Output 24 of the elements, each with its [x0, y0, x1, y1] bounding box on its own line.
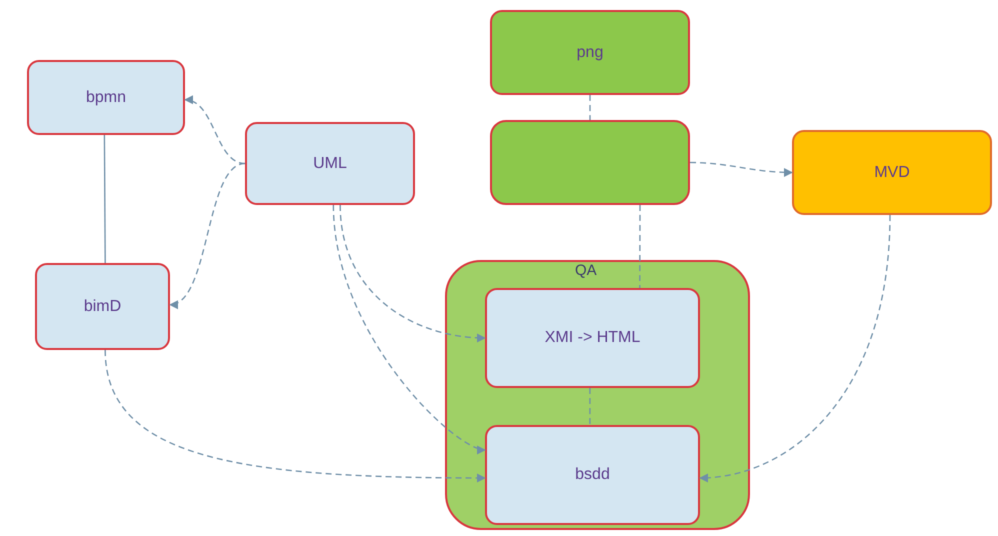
- connector-arrow: [332, 204, 486, 452]
- connector-arrow: [340, 204, 486, 342]
- connector-arrow: [690, 162, 793, 177]
- process-box: [27, 60, 185, 135]
- process-box: [35, 263, 170, 350]
- node-label: bimD: [84, 296, 122, 316]
- process-box: [485, 288, 700, 388]
- connector-arrow: [104, 350, 486, 482]
- node-label: bpmn: [86, 88, 126, 108]
- process-box: [245, 122, 415, 205]
- node-label: png: [576, 42, 604, 62]
- connector-arrow: [184, 96, 246, 164]
- process-box: [792, 130, 992, 215]
- group-container: [445, 260, 750, 530]
- connector-arrow: [169, 162, 246, 307]
- group-label: QA: [575, 263, 597, 278]
- node-label: MVD: [874, 162, 910, 182]
- node-label: bsdd: [575, 465, 610, 485]
- node-label: UML: [313, 154, 347, 174]
- node-label: XMI -> HTML: [544, 328, 640, 348]
- process-box: [485, 425, 700, 525]
- process-box: [490, 120, 690, 205]
- connector-arrow: [699, 214, 891, 482]
- process-box: [490, 10, 690, 95]
